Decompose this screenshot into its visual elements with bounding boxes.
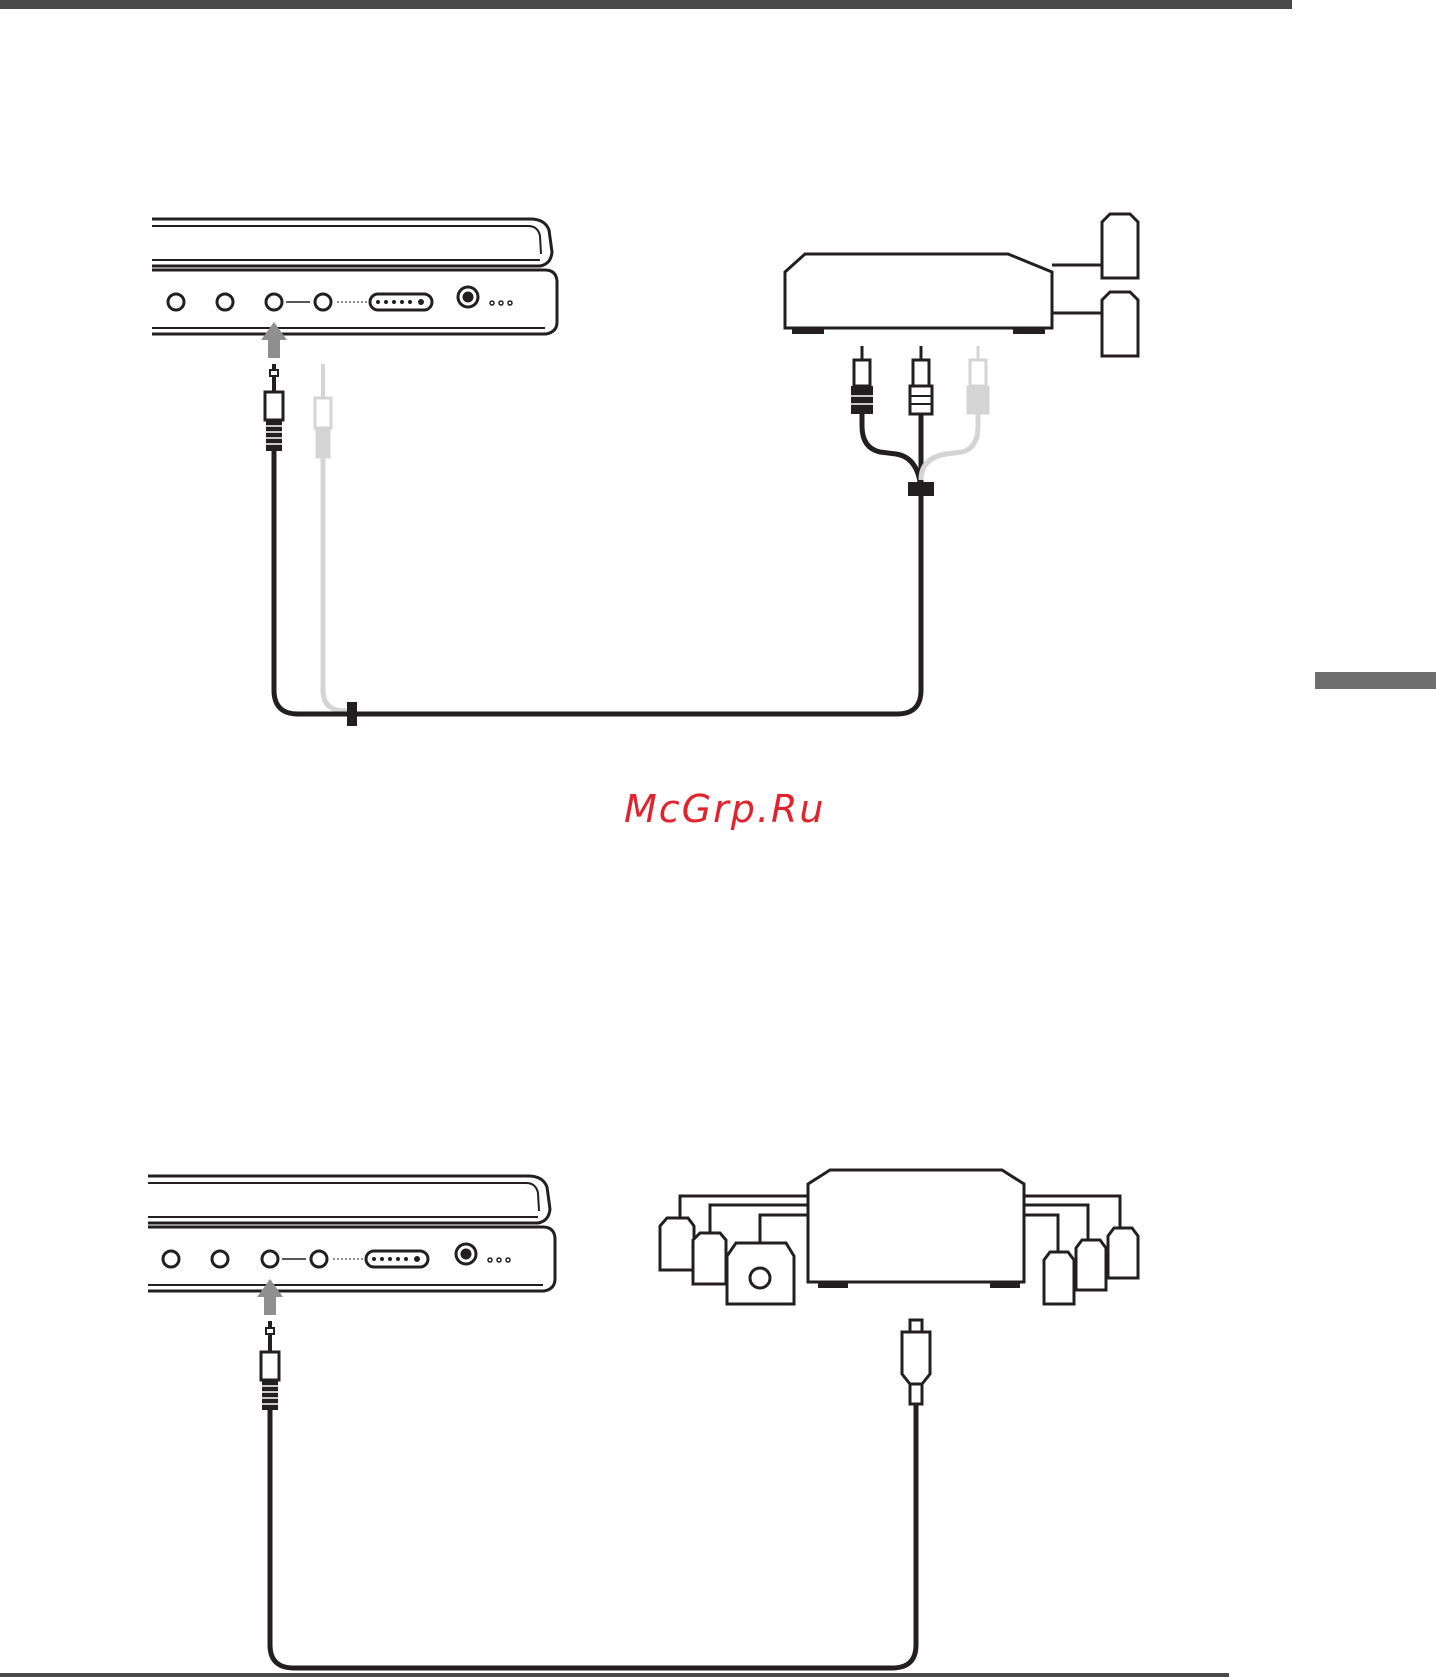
speaker-rear-right xyxy=(1044,1252,1074,1304)
optical-cable xyxy=(270,1404,916,1668)
jack-2 xyxy=(217,294,233,310)
optical-out-jack xyxy=(262,1251,278,1267)
switch-dots xyxy=(376,299,424,305)
speaker-front-left xyxy=(660,1218,694,1270)
jack-1 xyxy=(163,1251,179,1267)
ghost-pin-branch xyxy=(921,410,978,480)
header-rule xyxy=(0,0,1292,9)
dvd-player-jacks xyxy=(163,1244,510,1267)
ghost-mini-plug xyxy=(315,364,352,711)
speaker-center-right xyxy=(1076,1240,1106,1290)
ghost-pin-plug xyxy=(967,346,989,414)
stereo-amplifier xyxy=(785,254,1102,334)
stereo-connection-diagram xyxy=(0,200,1436,740)
stereo-mini-plug xyxy=(265,364,283,451)
speaker-front-right xyxy=(1108,1228,1138,1278)
footer-rule xyxy=(0,1673,1229,1677)
av-out-jack xyxy=(266,294,282,310)
pin-plug-right xyxy=(910,346,932,414)
optical-connection-diagram xyxy=(0,1160,1436,1672)
jack-4 xyxy=(311,1251,327,1267)
switch-dots xyxy=(372,1256,420,1262)
subwoofer xyxy=(727,1243,794,1304)
speaker-left xyxy=(1102,214,1138,278)
dvd-player xyxy=(152,219,557,334)
dvd-player xyxy=(148,1176,555,1291)
jack-2 xyxy=(212,1251,228,1267)
pin-plug-left xyxy=(851,346,873,414)
av-amplifier xyxy=(808,1170,1024,1288)
connecting-cord xyxy=(274,410,934,726)
optical-mini-plug xyxy=(261,1321,279,1410)
dvd-player-jacks xyxy=(168,287,512,310)
jack-1 xyxy=(168,294,184,310)
speaker-right xyxy=(1102,292,1138,356)
watermark-text: McGrp.Ru xyxy=(624,787,825,831)
optical-square-plug xyxy=(902,1320,930,1404)
jack-4 xyxy=(315,294,331,310)
speaker-rear-left xyxy=(693,1233,726,1284)
